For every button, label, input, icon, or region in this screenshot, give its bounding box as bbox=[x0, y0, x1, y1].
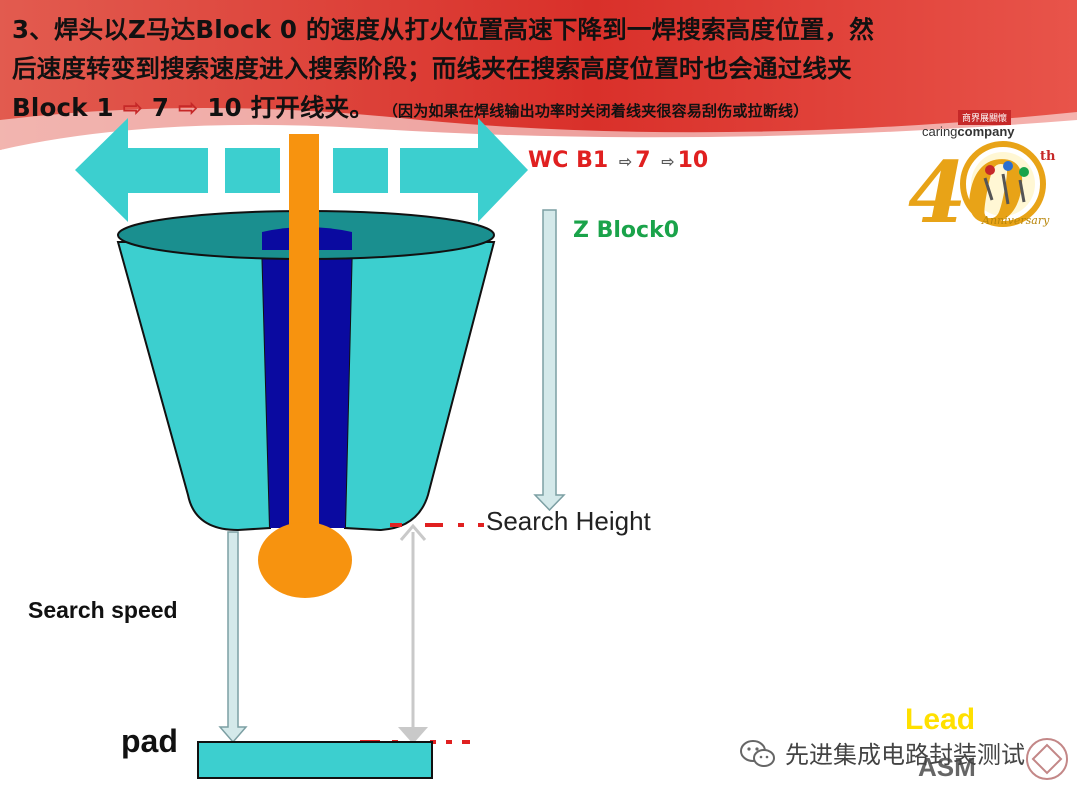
search-height-gap-arrow bbox=[398, 523, 428, 744]
anniversary-emblem: 40 th Anniversary bbox=[908, 141, 1056, 242]
wire bbox=[258, 134, 352, 598]
wc-prefix: WC B1 bbox=[528, 148, 609, 173]
title-note: （因为如果在焊线输出功率时关闭着线夹很容易刮伤或拉断线） bbox=[382, 102, 809, 120]
caring-company-logo: caringcompany bbox=[922, 124, 1015, 139]
header-band bbox=[0, 0, 1077, 150]
title-block-label: Block 1 bbox=[12, 93, 123, 122]
title-seven: 7 bbox=[151, 93, 178, 122]
free-air-ball bbox=[258, 522, 352, 598]
company-text: company bbox=[957, 124, 1015, 139]
watermark-text: 先进集成电路封装测试 bbox=[785, 741, 1025, 769]
capillary bbox=[116, 210, 496, 532]
wechat-icon bbox=[740, 740, 775, 767]
horizontal-motion-arrow bbox=[75, 118, 528, 222]
arrow-icon: ⇨ bbox=[177, 93, 199, 122]
search-speed-arrow bbox=[218, 531, 248, 744]
title-ten-open: 10 打开线夹。 bbox=[207, 93, 375, 122]
title-line-3: Block 1 ⇨ 7 ⇨ 10 打开线夹。 （因为如果在焊线输出功率时关闭着线… bbox=[12, 88, 1062, 131]
anniversary-suffix: th bbox=[1040, 149, 1056, 164]
arrow-icon: ⇨ bbox=[618, 152, 633, 171]
wire-clamp-label: WC B1 ⇨7 ⇨10 bbox=[528, 148, 708, 173]
title-line-1: 3、焊头以Z马达Block 0 的速度从打火位置高速下降到一焊搜索高度位置，然 bbox=[12, 15, 874, 44]
search-speed-label: Search speed bbox=[28, 597, 178, 623]
z-block-label: Z Block0 bbox=[573, 218, 680, 243]
wc-seven: 7 bbox=[635, 148, 651, 173]
z-descent-arrow bbox=[533, 209, 566, 512]
caring-text: caring bbox=[922, 124, 958, 139]
arrow-icon: ⇨ bbox=[661, 152, 675, 171]
wc-ten: 10 bbox=[677, 148, 709, 173]
anniversary-text: Anniversary bbox=[981, 214, 1050, 227]
company-badge: 商界展關懷 bbox=[958, 110, 1012, 125]
title-line-2: 后速度转变到搜索速度进入搜索阶段；而线夹在搜索高度位置时也会通过线夹 bbox=[12, 54, 852, 83]
lead-logo: Lead bbox=[905, 703, 976, 736]
watermark-emblem bbox=[1026, 738, 1068, 780]
pad-label: pad bbox=[121, 723, 178, 759]
arrow-icon: ⇨ bbox=[122, 93, 144, 122]
asm-logo: ASM bbox=[918, 752, 976, 782]
slide-title: 3、焊头以Z马达Block 0 的速度从打火位置高速下降到一焊搜索高度位置，然 … bbox=[12, 10, 1062, 131]
bond-pad bbox=[197, 741, 433, 779]
search-height-label: Search Height bbox=[486, 506, 651, 536]
